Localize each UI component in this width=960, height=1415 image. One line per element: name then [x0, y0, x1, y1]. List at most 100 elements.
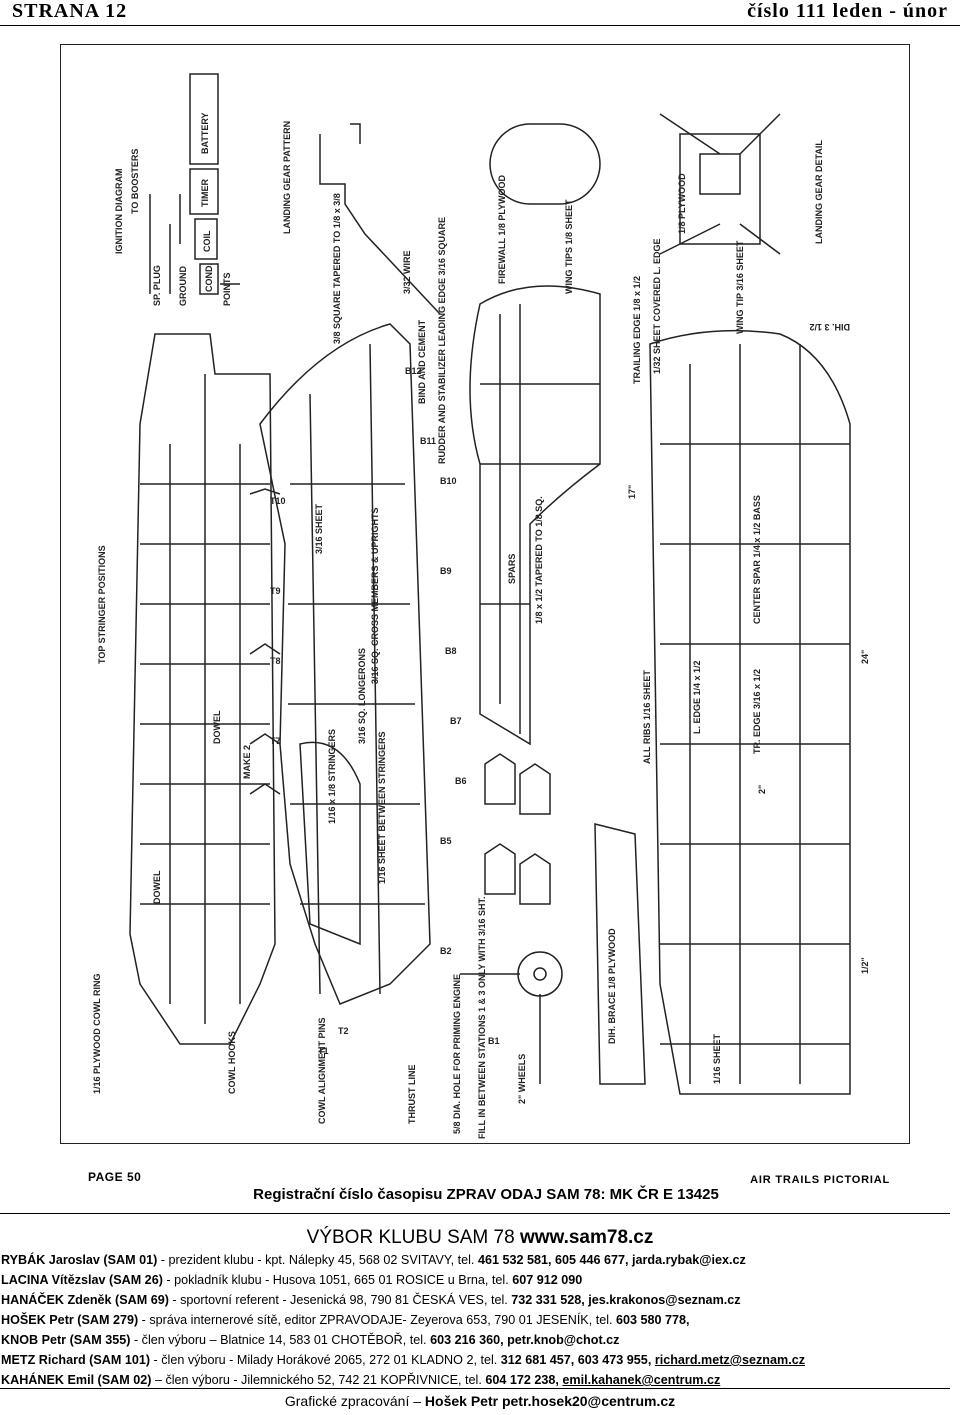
plan-label-make2: MAKE 2 — [242, 745, 252, 779]
footer-prefix: Grafické zpracování – — [284, 1393, 425, 1409]
member-role: - pokladník klubu - Husova 1051, 665 01 … — [162, 1273, 513, 1287]
plan-frame — [60, 44, 910, 1144]
plan-label-cond: COND. — [204, 263, 214, 292]
member-row: KAHÁNEK Emil (SAM 02) – člen výboru - Ji… — [1, 1370, 956, 1390]
member-role: - prezident klubu - kpt. Nálepky 45, 568… — [157, 1253, 478, 1267]
plan-label-wire: 3/32 WIRE — [402, 250, 412, 294]
plan-label-firewall: FIREWALL 1/8 PLYWOOD — [497, 174, 507, 284]
member-email-link[interactable]: emil.kahanek@centrum.cz — [562, 1373, 721, 1387]
station-b8: B8 — [445, 646, 457, 656]
plan-label-center-spar: CENTER SPAR 1/4 x 1/2 BASS — [752, 495, 762, 624]
plan-label-boosters: TO BOOSTERS — [130, 149, 140, 214]
plan-label-sheet-between: 1/16 SHEET BETWEEN STRINGERS — [377, 731, 387, 884]
plan-label-cowl-hooks: COWL HOOKS — [227, 1031, 237, 1094]
committee-title-text: VÝBOR KLUBU SAM 78 — [306, 1227, 520, 1248]
fuselage-top-outline — [129, 333, 276, 1045]
plan-label-square: 3/8 SQUARE TAPERED TO 1/8 x 3/8 — [332, 193, 342, 344]
station-t9: T9 — [270, 586, 281, 596]
firewall-shape — [489, 123, 601, 205]
lg-detail-box — [679, 133, 761, 245]
member-row: KNOB Petr (SAM 355) - člen výboru – Blat… — [1, 1330, 956, 1350]
member-name: KNOB Petr (SAM 355) — [1, 1333, 131, 1347]
station-b2: B2 — [440, 946, 452, 956]
plan-label-tredge: TR. EDGE 3/16 x 1/2 — [752, 669, 762, 754]
plan-label-24: 24" — [860, 650, 870, 664]
station-b5: B5 — [440, 836, 452, 846]
battery-box — [189, 73, 219, 165]
plan-label-priming: 5/8 DIA. HOLE FOR PRIMING ENGINE — [452, 974, 462, 1134]
plan-label-sheet-covered: 1/32 SHEET COVERED L. EDGE — [652, 238, 662, 374]
page-header: STRANA 12 číslo 111 leden - únor — [0, 0, 960, 26]
plan-label-battery: BATTERY — [200, 113, 210, 155]
plan-label-dih: DIH. 3 1/2 — [809, 322, 850, 332]
station-t7: T7 — [270, 736, 281, 746]
model-plan-drawing: IGNITION DIAGRAM TO BOOSTERS BATTERY TIM… — [60, 44, 910, 1144]
plan-label-tapered-sq: 1/8 x 1/2 TAPERED TO 1/8 SQ. — [534, 496, 544, 624]
dihedral-brace — [594, 823, 646, 1085]
plan-label-all-ribs: ALL RIBS 1/16 SHEET — [642, 670, 652, 764]
issue-number: číslo 111 leden - únor — [747, 0, 948, 22]
registration-text: Registrační číslo časopisu ZPRAV ODAJ SA… — [253, 1186, 719, 1203]
plan-label-coil: COIL — [202, 230, 212, 252]
station-b10: B10 — [440, 476, 457, 486]
member-name: HANÁČEK Zdeněk (SAM 69) — [1, 1293, 169, 1307]
plan-label-sq-longerons: 3/16 SQ. LONGERONS — [357, 648, 367, 744]
plan-label-stringers: 1/16 x 1/8 STRINGERS — [327, 729, 337, 824]
cond-box — [199, 263, 219, 295]
plan-label-plug: SP. PLUG — [152, 265, 162, 306]
plan-label-sq-cross: 3/16 SQ. CROSS MEMBERS & UPRIGHTS — [370, 507, 380, 684]
committee-title: VÝBOR KLUBU SAM 78 www.sam78.cz — [0, 1227, 960, 1249]
committee-website-link[interactable]: www.sam78.cz — [519, 1227, 654, 1248]
plan-label-dih-brace: DIH. BRACE 1/8 PLYWOOD — [607, 928, 617, 1044]
wing-outline — [649, 329, 851, 1095]
plan-label-wing-tips-sheet: WING TIPS 1/8 SHEET — [564, 199, 574, 294]
member-name: METZ Richard (SAM 101) — [1, 1353, 151, 1367]
member-row: HANÁČEK Zdeněk (SAM 69) - sportovní refe… — [1, 1290, 956, 1310]
station-b6: B6 — [455, 776, 467, 786]
footer-author: Hošek Petr petr.hosek20@centrum.cz — [424, 1393, 676, 1409]
member-row: HOŠEK Petr (SAM 279) - správa internerov… — [1, 1310, 956, 1330]
member-email-link[interactable]: richard.metz@seznam.cz — [654, 1353, 805, 1367]
timer-box — [189, 168, 219, 215]
page-footer: Grafické zpracování – Hošek Petr petr.ho… — [0, 1393, 960, 1409]
coil-box — [194, 218, 218, 260]
page-number: STRANA 12 — [12, 0, 128, 22]
plan-label-spars: SPARS — [507, 554, 517, 584]
plan-label-cowl-ring: 1/16 PLYWOOD COWL RING — [92, 973, 102, 1094]
member-row: LACINA Vítězslav (SAM 26) - pokladník kl… — [1, 1270, 956, 1290]
member-role: - sportovní referent - Jesenická 98, 790… — [168, 1293, 512, 1307]
committee-member-list: RYBÁK Jaroslav (SAM 01) - prezident klub… — [1, 1250, 956, 1390]
plan-label-ignition: IGNITION DIAGRAM — [114, 169, 124, 255]
plan-publication: AIR TRAILS PICTORIAL — [750, 1174, 890, 1186]
station-b7: B7 — [450, 716, 462, 726]
member-contact: 732 331 528, jes.krakonos@seznam.cz — [511, 1293, 741, 1307]
plan-label-wheels: 2" WHEELS — [517, 1054, 527, 1104]
plan-label-plywood: 1/8 PLYWOOD — [677, 173, 687, 234]
plan-label-timer: TIMER — [200, 179, 210, 207]
plan-page-number: PAGE 50 — [88, 1170, 142, 1184]
plan-label-wing-tip: WING TIP 3/16 SHEET — [735, 240, 745, 334]
station-b11: B11 — [420, 436, 436, 446]
plan-label-trailing-edge: TRAILING EDGE 1/8 x 1/2 — [632, 276, 642, 384]
plan-label-2: 2" — [757, 785, 767, 794]
header-rule — [0, 25, 960, 26]
plan-label-dowel-1: DOWEL — [212, 710, 222, 744]
member-contact: 604 172 238, — [485, 1373, 563, 1387]
member-role: - člen výboru – Blatnice 14, 583 01 CHOT… — [130, 1333, 431, 1347]
plan-label-ledge: L. EDGE 1/4 x 1/2 — [692, 660, 702, 734]
member-contact: 461 532 581, 605 446 677, jarda.rybak@ie… — [477, 1253, 746, 1267]
footer-rule — [0, 1388, 950, 1389]
plan-label-dowel-2: DOWEL — [152, 870, 162, 904]
lg-pattern — [319, 134, 441, 315]
member-contact: 607 912 090 — [512, 1273, 583, 1287]
plan-label-sheet-116: 1/16 SHEET — [712, 1033, 722, 1084]
member-role: – člen výboru - Jilemnického 52, 742 21 … — [151, 1373, 486, 1387]
station-t10: T10 — [270, 496, 286, 506]
member-row: METZ Richard (SAM 101) - člen výboru - M… — [1, 1350, 956, 1370]
plan-label-lg-detail: LANDING GEAR DETAIL — [814, 140, 824, 244]
member-name: LACINA Vítězslav (SAM 26) — [1, 1273, 163, 1287]
plan-label-half: 1/2" — [860, 957, 870, 974]
stabilizer-outline — [469, 285, 601, 746]
member-name: KAHÁNEK Emil (SAM 02) — [1, 1373, 152, 1387]
plan-label-lg-pattern: LANDING GEAR PATTERN — [282, 121, 292, 234]
